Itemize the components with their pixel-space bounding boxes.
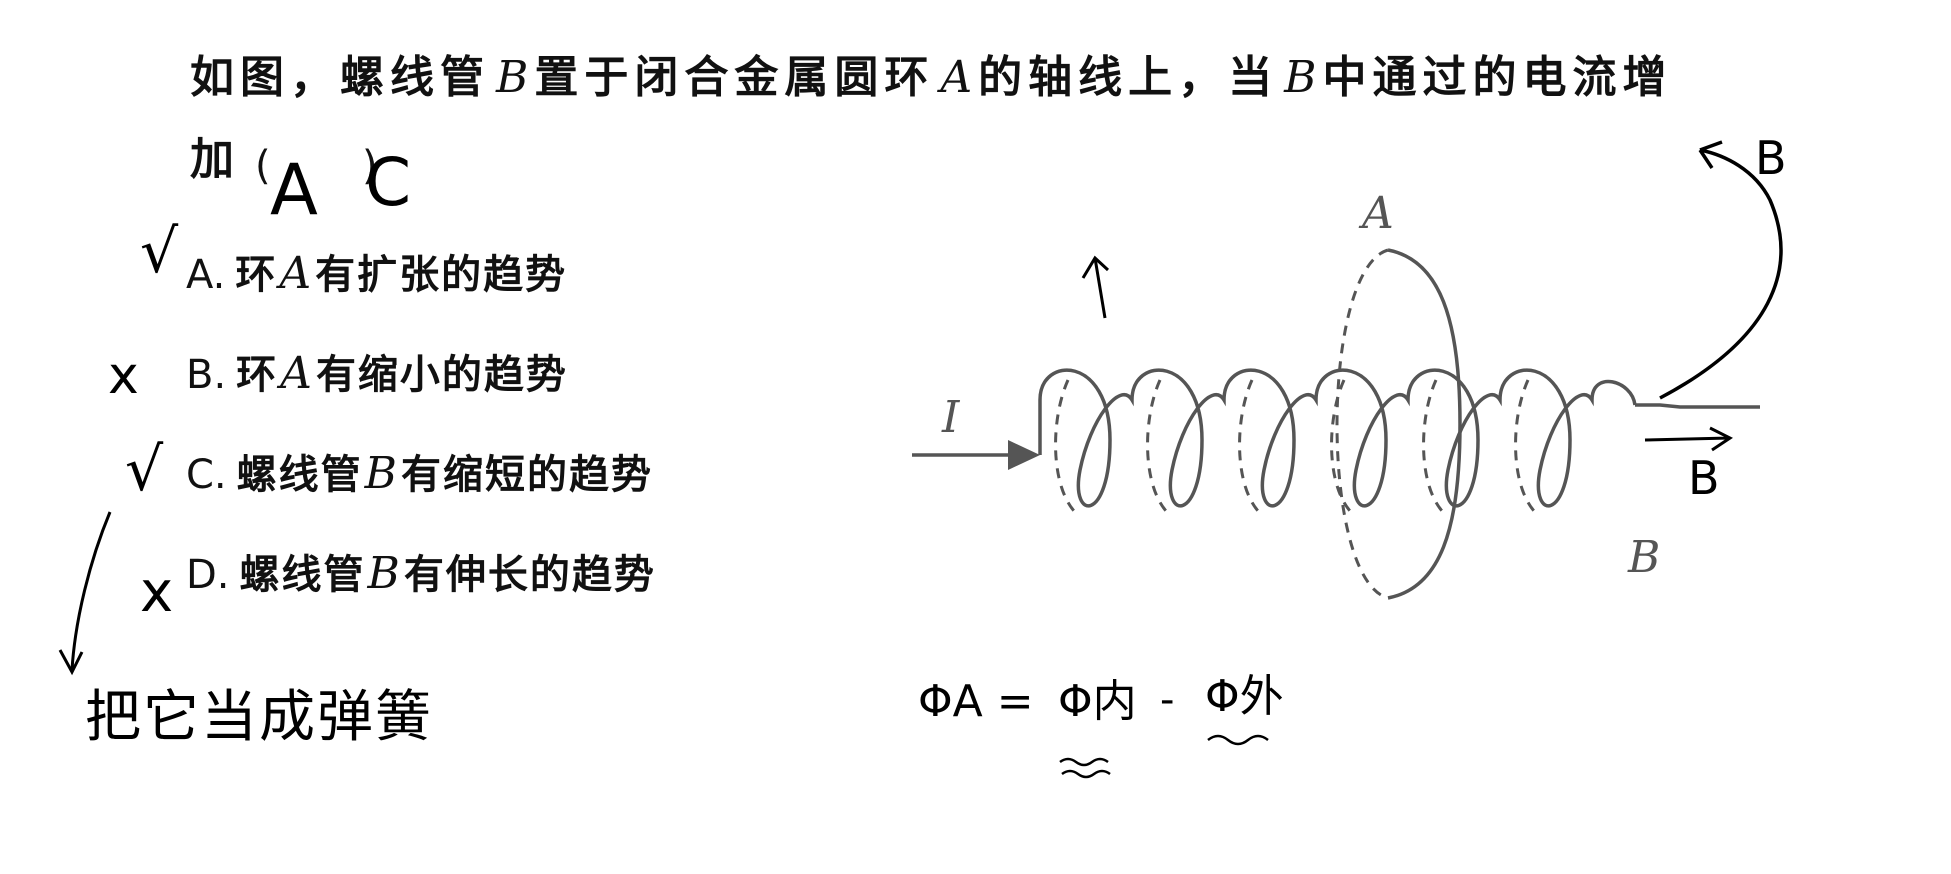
coil-back-loop [1146, 379, 1172, 517]
coil-back-loop [1422, 379, 1448, 517]
solenoid-label-b: B [1627, 532, 1660, 583]
solenoid-front-coil [1038, 368, 1637, 508]
hand-field-label-right: B [1688, 451, 1720, 505]
current-label-i: I [941, 392, 961, 443]
hand-answer-a: A [270, 149, 318, 231]
hand-flux-in: Φ内 [1058, 676, 1137, 727]
hand-answer-c: C [365, 144, 412, 221]
ring-a-dashed-back [1335, 248, 1389, 600]
field-arrow-right [1644, 426, 1733, 452]
option-d[interactable]: D.螺线管B有伸长的趋势 [186, 548, 656, 599]
option-a[interactable]: A.环A有扩张的趋势 [186, 248, 568, 299]
hand-flux-a: ΦA = [918, 676, 1034, 727]
wavy-underline-in [1059, 757, 1111, 779]
lead-wire-right [1635, 403, 1760, 409]
note-arrow-curve [70, 511, 112, 671]
option-c[interactable]: C.螺线管B有缩短的趋势 [186, 448, 653, 499]
wavy-underline-out [1207, 734, 1269, 746]
hand-check-c: √ [125, 435, 164, 505]
field-arrow-curve [1659, 148, 1783, 400]
paren-open: ( [255, 143, 271, 189]
hand-flux-minus: - [1160, 677, 1175, 723]
hand-cross-b: x [108, 346, 139, 406]
up-arrow-small [1081, 255, 1110, 319]
hand-check-a: √ [140, 217, 179, 287]
coil-back-loop [1330, 379, 1356, 517]
ring-label-a: A [1358, 188, 1394, 239]
current-arrow-head [1008, 440, 1040, 470]
ring-a-front [1387, 248, 1462, 600]
note-arrow-head [58, 649, 84, 676]
coil-front-path [1038, 368, 1637, 508]
paren-close: ) [362, 143, 378, 189]
coil-back-loop [1514, 379, 1540, 517]
hand-cross-d: x [140, 560, 174, 625]
solenoid-back-loops [1054, 379, 1540, 517]
field-arrow-head [1698, 140, 1723, 169]
coil-back-loop [1238, 379, 1264, 517]
coil-back-loop [1054, 379, 1080, 517]
question-line-2: 加 [190, 134, 234, 185]
hand-note-spring: 把它当成弹簧 [85, 685, 433, 750]
hand-field-label-top: B [1755, 131, 1787, 185]
option-b[interactable]: B.环A有缩小的趋势 [186, 348, 568, 399]
hand-flux-out: Φ外 [1205, 671, 1284, 722]
